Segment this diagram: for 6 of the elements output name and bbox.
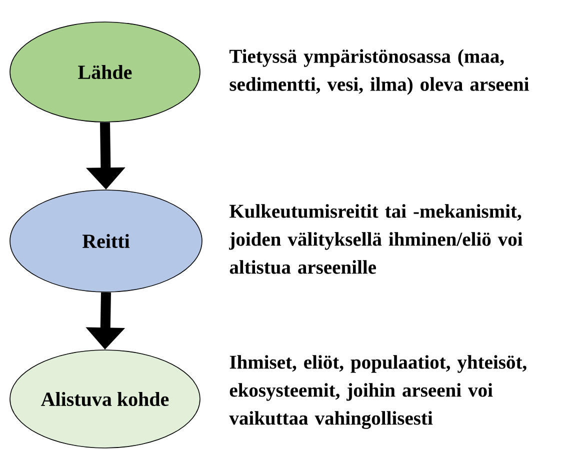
ellipse-node: Alistuva kohde xyxy=(10,350,200,448)
ellipse-node: Reitti xyxy=(10,190,202,292)
ellipse-node: Lähde xyxy=(10,22,200,122)
description-text: Kulkeutumisreitit tai -mekanismit, joiden välityksellä ihminen/eliö voi altistua arseenille xyxy=(229,204,523,274)
description-text: Tietyssä ympäristönosassa (maa, sedimentti, vesi, ilma) oleva arseeni xyxy=(230,49,529,95)
description-text: Ihmiset, eliöt, populaatiot, yhteisöt, ekosysteemit, joihin arseeni voi vaikuttaa vahingollisesti xyxy=(229,355,526,429)
